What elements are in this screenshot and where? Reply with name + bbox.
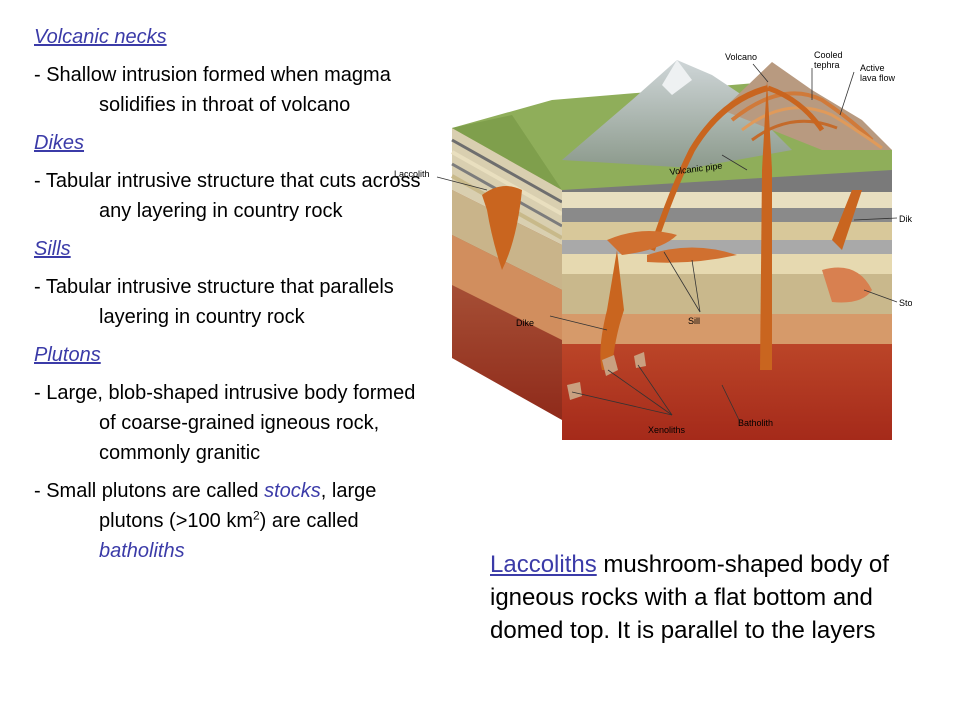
label-laccolith: Laccolith <box>394 169 430 179</box>
stocks-term: stocks <box>264 480 321 502</box>
intrusions <box>482 80 872 400</box>
laccoliths-definition: mushroom-shaped body of igneous rocks wi… <box>490 551 889 644</box>
label-tephra: tephra <box>814 60 840 70</box>
small-plutons-text-3: ) are called <box>259 510 359 532</box>
volcanic-necks-definition: - Shallow intrusion formed when magma so… <box>34 64 391 116</box>
dikes-heading[interactable]: Dikes <box>34 132 85 154</box>
sills-heading[interactable]: Sills <box>34 238 71 260</box>
plutons-definition: - Large, blob-shaped intrusive body form… <box>34 382 416 464</box>
label-stock: Stock <box>899 298 912 308</box>
volcanic-necks-heading[interactable]: Volcanic necks <box>34 26 167 48</box>
batholiths-term: batholiths <box>99 540 185 562</box>
laccolith-caption: Laccoliths mushroom-shaped body of igneo… <box>490 548 890 647</box>
label-dike-right: Dike <box>899 214 912 224</box>
mountains <box>562 60 892 168</box>
igneous-intrusion-block-diagram: Volcano Cooled tephra Active lava flow L… <box>394 50 912 440</box>
leader-lines <box>436 63 898 423</box>
label-dike-left: Dike <box>516 318 534 328</box>
label-lava-flow: lava flow <box>860 73 896 83</box>
label-sill: Sill <box>688 316 700 326</box>
small-plutons-text-2: , large plutons (>100 km <box>99 480 377 532</box>
sills-definition: - Tabular intrusive structure that paral… <box>34 276 394 328</box>
plutons-heading[interactable]: Plutons <box>34 344 101 366</box>
label-volcano: Volcano <box>725 52 757 62</box>
label-active: Active <box>860 63 885 73</box>
dikes-definition: - Tabular intrusive structure that cuts … <box>34 170 421 222</box>
label-batholith: Batholith <box>738 418 773 428</box>
laccoliths-term[interactable]: Laccoliths <box>490 551 597 578</box>
squared-superscript: 2 <box>252 508 260 523</box>
small-plutons-text-1: - Small plutons are called <box>34 480 265 502</box>
label-cooled: Cooled <box>814 50 843 60</box>
definitions-column: Volcanic necks - Shallow intrusion forme… <box>34 22 424 574</box>
small-plutons-definition: - Small plutons are called stocks, large… <box>34 476 424 566</box>
label-xenoliths: Xenoliths <box>648 425 686 435</box>
